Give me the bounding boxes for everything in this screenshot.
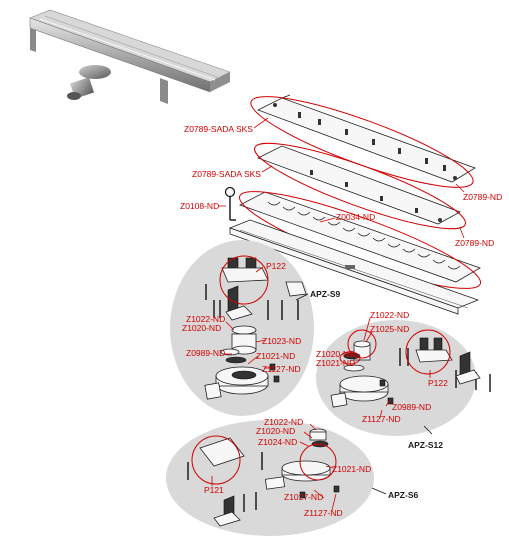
label-s12-p122: P122 (428, 378, 448, 388)
label-s12-z0989: Z0989-ND (392, 402, 431, 412)
label-s12-z1025: Z1025-ND (370, 324, 409, 334)
label-apz-s6: APZ-S6 (388, 490, 419, 500)
label-apz-s12: APZ-S12 (408, 440, 443, 450)
label-s9-z1021: Z1021-ND (256, 351, 295, 361)
apz-s6-parts (187, 428, 340, 527)
label-s9-z1020: Z1020-ND (182, 323, 221, 333)
apz-s12-z1025-highlight (347, 329, 377, 359)
label-z0789-nd-2: Z0789-ND (455, 238, 494, 248)
label-s12-z1020: Z1020-ND (316, 349, 355, 359)
label-s6-z1020: Z1020-ND (256, 426, 295, 436)
label-s6-z1024: Z1024-ND (258, 437, 297, 447)
apz-s6-p121-highlight (191, 435, 241, 485)
label-s9-z1127: Z1127-ND (262, 364, 301, 374)
label-s12-z1022: Z1022-ND (370, 310, 409, 320)
lifting-key (224, 186, 236, 221)
apz-s6-body-highlight (299, 443, 337, 481)
label-s6-p121: P121 (204, 485, 224, 495)
label-z0789-sada-2: Z0789-SADA SKS (192, 169, 261, 179)
apz-s12-p122-highlight (405, 329, 451, 375)
label-s6-z1022: Z1022-ND (264, 417, 303, 427)
apz-s9-p122-highlight (219, 255, 269, 305)
apz-s9-parts (204, 257, 307, 400)
label-apz-s9: APZ-S9 (310, 289, 341, 299)
label-s6-z1127: Z1127-ND (304, 508, 343, 518)
drain-channel (228, 219, 480, 315)
label-z0108: Z0108-ND (180, 201, 219, 211)
label-s12-z1127: Z1127-ND (362, 414, 401, 424)
grate-cover-2-highlight (254, 142, 466, 230)
label-z0789-sada-1: Z0789-SADA SKS (184, 124, 253, 134)
label-s6-z1021: Z1021-ND (332, 464, 371, 474)
label-s12-z1021: Z1021-ND (316, 358, 355, 368)
label-s9-z0989: Z0989-ND (186, 348, 225, 358)
label-z0789-nd-1: Z0789-ND (463, 192, 502, 202)
label-s9-p122: P122 (266, 261, 286, 271)
label-s9-z1022: Z1022-ND (186, 314, 225, 324)
slotted-insert (239, 191, 481, 283)
label-s6-z1027: Z1027-ND (284, 492, 323, 502)
label-z0034: Z0034-ND (336, 212, 375, 222)
product-photo (29, 9, 231, 104)
grate-cover-2 (256, 145, 461, 225)
apz-s12-ring-highlight (339, 351, 361, 365)
grate-cover-1 (256, 94, 476, 183)
apz-s12-parts (330, 337, 491, 408)
label-s9-z1023: Z1023-ND (262, 336, 301, 346)
